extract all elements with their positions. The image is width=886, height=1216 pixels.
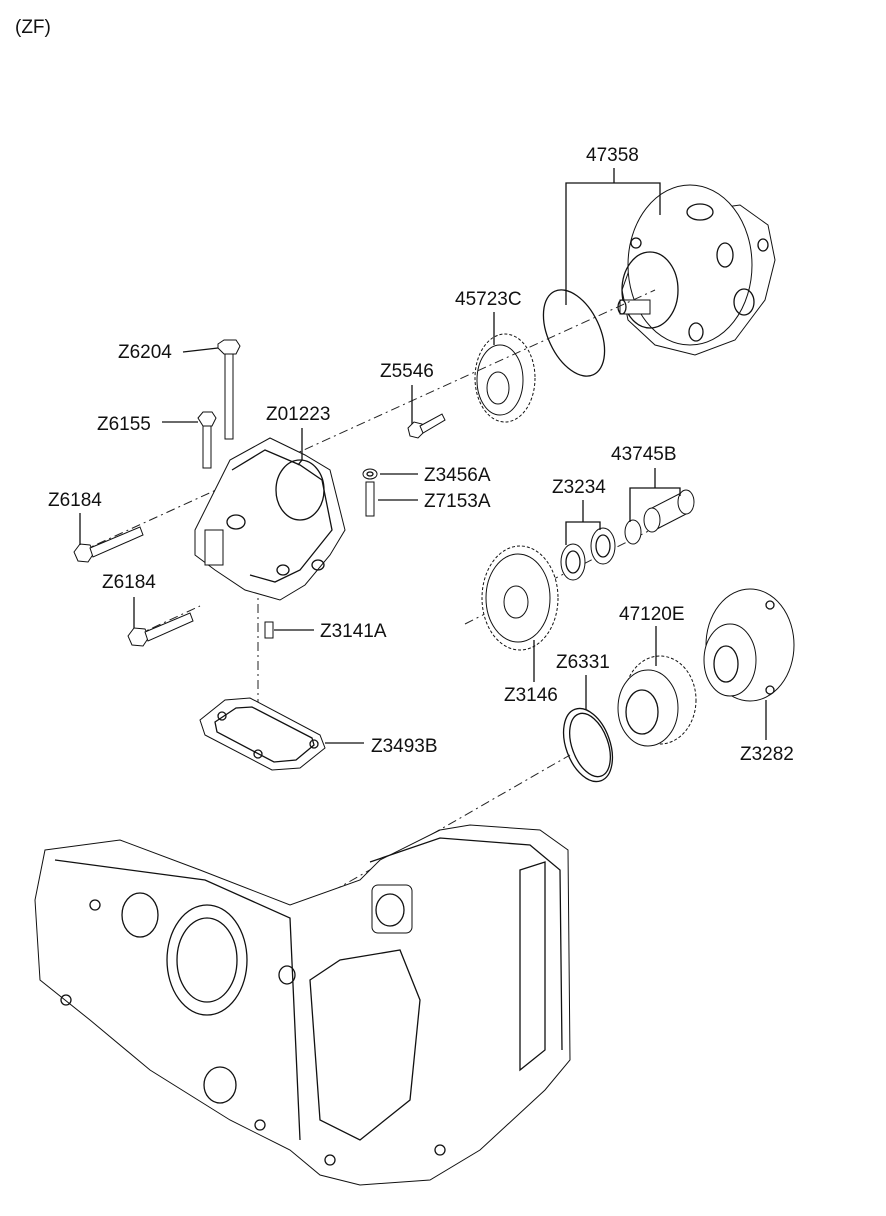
part-label-z3456a: Z3456A: [424, 465, 491, 486]
part-label-z3141a: Z3141A: [320, 621, 387, 642]
flange-z3282: [703, 588, 795, 702]
part-label-z6184-upper: Z6184: [48, 490, 102, 511]
part-label-z01223: Z01223: [266, 404, 331, 425]
bolt-z6184-lower: [127, 612, 194, 647]
dowel-pin-z3141a: [264, 621, 274, 639]
bolt-z6155: [197, 411, 217, 469]
oil-pump-assembly: [617, 184, 776, 356]
snap-ring-z6331: [562, 707, 614, 783]
washer-z3456a: [362, 468, 378, 480]
pump-housing-z01223: [194, 437, 346, 601]
o-ring-seal: [542, 289, 606, 377]
needle-bearings-z3234: [560, 527, 616, 581]
drive-gear-45723c: [474, 333, 536, 423]
part-label-z5546: Z5546: [380, 361, 434, 382]
part-label-z3234: Z3234: [552, 477, 606, 498]
part-label-z6204: Z6204: [118, 342, 172, 363]
bolt-z6204: [217, 339, 241, 440]
part-label-47358: 47358: [586, 145, 639, 166]
part-label-43745b: 43745B: [611, 444, 677, 465]
part-label-z3493b: Z3493B: [371, 736, 438, 757]
part-label-z3146: Z3146: [504, 685, 558, 706]
part-label-z3282: Z3282: [740, 744, 794, 765]
part-label-z6184-lower: Z6184: [102, 572, 156, 593]
gear-47120e: [617, 655, 697, 747]
gasket-z3493b: [199, 697, 326, 771]
idler-gear-z3146: [481, 545, 559, 651]
part-label-z7153a: Z7153A: [424, 491, 491, 512]
bolt-z6184-upper: [73, 526, 144, 563]
part-label-z6331: Z6331: [556, 652, 610, 673]
variant-label: (ZF): [15, 17, 51, 38]
stud-z7153a: [365, 481, 375, 517]
part-label-45723c: 45723C: [455, 289, 522, 310]
transmission-case: [34, 824, 571, 1186]
part-label-47120e: 47120E: [619, 604, 685, 625]
part-label-z6155: Z6155: [97, 414, 151, 435]
sleeve-43745b: [624, 489, 695, 545]
bolt-z5546: [407, 413, 446, 439]
leader-lines: [79, 168, 767, 744]
